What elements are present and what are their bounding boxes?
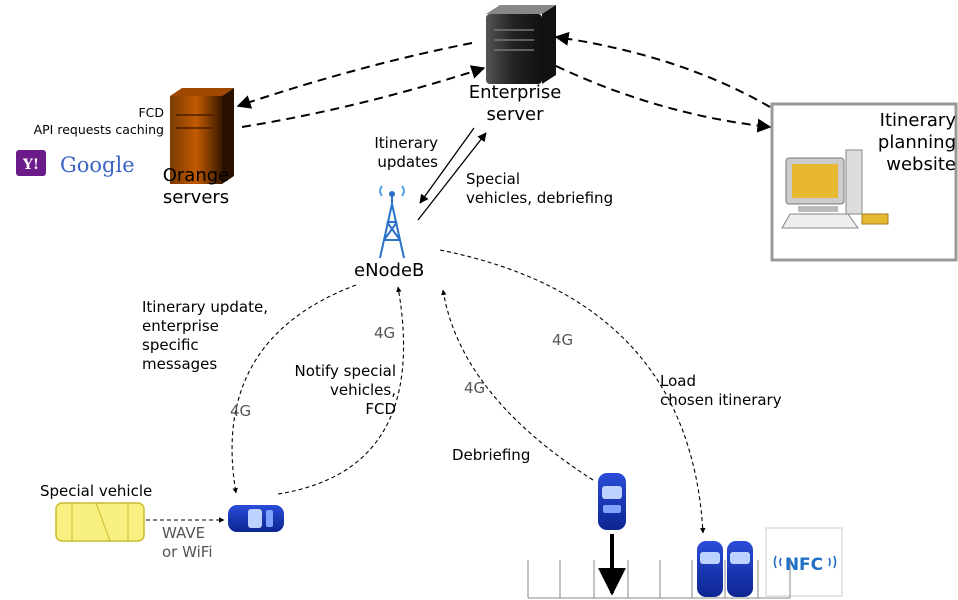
- special-debriefing-label: Special vehicles, debriefing: [466, 170, 614, 207]
- special-debriefing-arrow: [417, 132, 487, 221]
- enterprise-server-icon: [486, 5, 556, 84]
- special-vehicle-label: Special vehicle: [40, 482, 153, 500]
- svg-text:Y!: Y!: [22, 157, 39, 173]
- 4g-label: 4G: [230, 402, 252, 420]
- orange-server-icon: [170, 88, 234, 184]
- itinerary-updates-arrow: [419, 127, 475, 204]
- 4g-label: 4G: [374, 324, 396, 342]
- enterprise-to-website-arrow: [555, 65, 772, 133]
- yahoo-logo-icon: Y!: [16, 150, 46, 176]
- notify-special-label: Notify special vehicles, FCD: [294, 362, 396, 418]
- website-box: [770, 102, 958, 262]
- enterprise-server-label: Enterprise server: [468, 82, 562, 125]
- nfc-icon: NFC: [765, 527, 843, 597]
- parking-lot: [527, 560, 791, 599]
- debriefing-label: Debriefing: [452, 446, 531, 464]
- enterprise-to-orange-arrow: [236, 42, 473, 109]
- orange-servers-label: Orange servers: [162, 165, 230, 208]
- orange-features-label: FCD API requests caching: [33, 105, 164, 137]
- google-logo-icon: Google: [60, 153, 135, 177]
- svg-text:NFC: NFC: [785, 555, 823, 575]
- car-to-enodeb-arrow: [277, 286, 405, 495]
- special-vehicle-icon: [55, 502, 145, 542]
- computer-icon: [781, 149, 889, 229]
- enodeb-to-car-arrow: [231, 284, 357, 494]
- itinerary-updates-label: Itinerary updates: [374, 134, 438, 171]
- website-label: Itinerary planning website: [877, 110, 956, 175]
- wave-wifi-label: WAVE or WiFi: [162, 524, 213, 561]
- car-icon: [228, 505, 284, 532]
- 4g-label: 4G: [552, 331, 574, 349]
- wireless-links: [146, 249, 706, 534]
- enodeb-label: eNodeB: [354, 260, 425, 281]
- enodeb-to-parking-arrow: [439, 249, 706, 534]
- orange-to-enterprise-arrow: [241, 65, 486, 128]
- website-to-enterprise-arrow: [554, 31, 771, 108]
- 4g-label: 4G: [464, 379, 486, 397]
- itinerary-update-messages-label: Itinerary update, enterprise specific me…: [142, 298, 268, 373]
- load-itinerary-label: Load chosen itinerary: [660, 372, 782, 409]
- server-links: [236, 31, 772, 133]
- enodeb-tower-icon: [379, 185, 405, 259]
- debriefing-car-icon: [598, 473, 626, 530]
- debrief-to-enodeb-arrow: [441, 289, 594, 481]
- parked-car-icon: [697, 541, 753, 597]
